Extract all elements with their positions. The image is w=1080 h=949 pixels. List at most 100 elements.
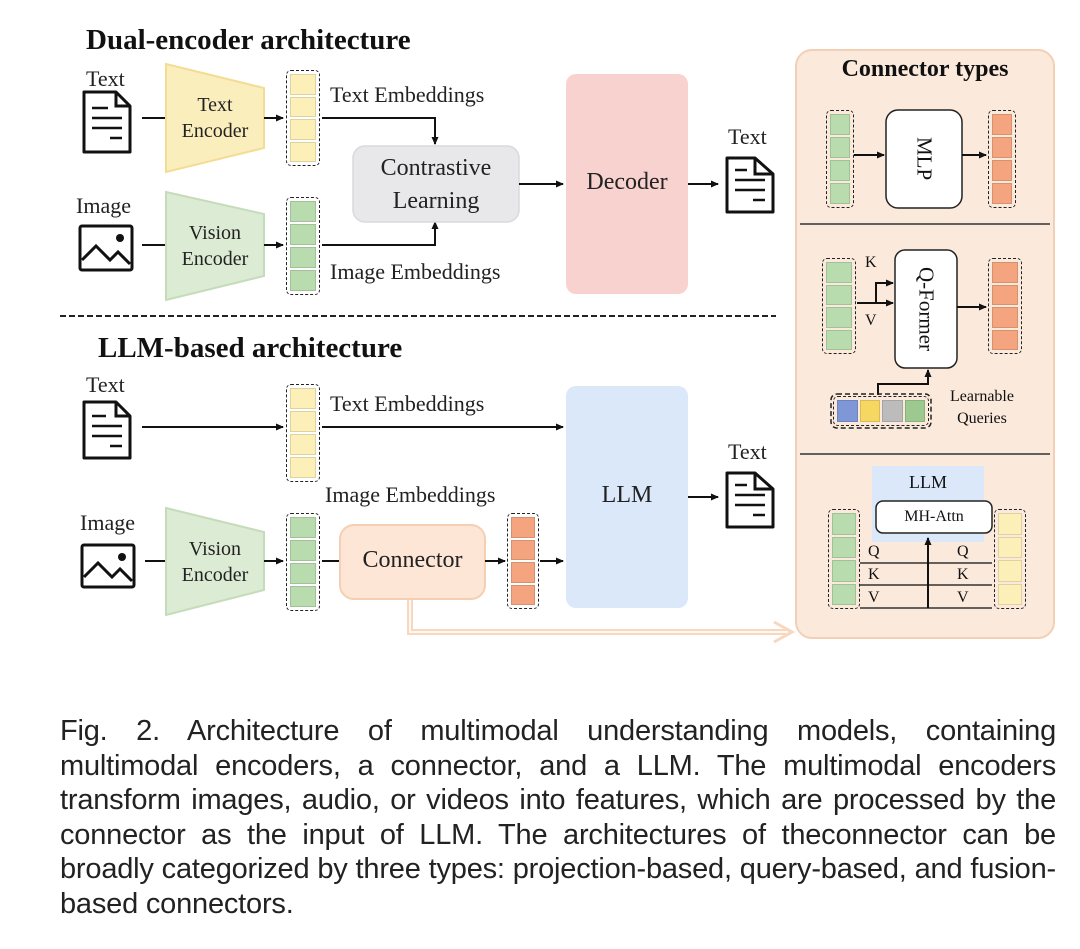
- q-former-label: Q-Former: [914, 267, 939, 351]
- llm-box: [566, 386, 688, 608]
- token-cell: [832, 583, 856, 605]
- image-embeddings-label: Image Embeddings: [330, 259, 501, 284]
- fusion-text-tokens: [994, 509, 1026, 609]
- figure-caption: Fig. 2. Architecture of multimodal under…: [60, 715, 1056, 920]
- token-cell: [290, 540, 316, 561]
- q-former-v-label: V: [865, 312, 877, 329]
- llm-label: LLM: [601, 482, 653, 508]
- decoder-label: Decoder: [586, 169, 668, 195]
- token-cell: [290, 270, 316, 291]
- text-encoder-shape: [165, 62, 265, 174]
- fusion-v-left: V: [868, 589, 880, 606]
- dual-image-embedding-tokens: [286, 197, 320, 295]
- text-encoder-label: Text Encoder: [181, 94, 249, 142]
- learnable-queries-label: Learnable Queries: [950, 388, 1014, 427]
- token-cell: [511, 517, 535, 538]
- token-cell: [882, 400, 903, 422]
- token-cell: [826, 284, 852, 305]
- token-cell: [830, 183, 850, 204]
- vision-encoder-shape: [165, 190, 265, 302]
- token-cell: [992, 262, 1018, 283]
- token-cell: [998, 513, 1022, 535]
- fusion-v-right: V: [957, 589, 969, 606]
- token-cell: [290, 224, 316, 245]
- text-document-icon: [82, 90, 132, 154]
- decoder-box: [566, 74, 688, 294]
- fusion-q-left: Q: [868, 543, 880, 560]
- llm-image-icon: [80, 543, 136, 589]
- dual-image-input-label: Image: [76, 193, 131, 218]
- connector-types-title: Connector types: [841, 56, 1009, 82]
- token-cell: [992, 284, 1018, 305]
- llm-vision-encoder-label: Vision Encoder: [181, 538, 249, 586]
- token-cell: [290, 434, 316, 455]
- token-cell: [290, 119, 316, 140]
- token-cell: [859, 400, 880, 422]
- llm-based-title: LLM-based architecture: [98, 332, 403, 364]
- contrastive-learning-label: Contrastive Learning: [380, 155, 492, 214]
- token-cell: [830, 137, 850, 158]
- mlp-label: MLP: [912, 137, 937, 181]
- mlp-output-tokens: [988, 110, 1016, 208]
- token-cell: [992, 183, 1012, 204]
- token-cell: [832, 536, 856, 558]
- vision-encoder-label: Vision Encoder: [181, 222, 249, 270]
- q-former-k-label: K: [865, 254, 877, 271]
- mh-attn-label: MH-Attn: [904, 508, 964, 525]
- llm-text-embedding-tokens: [286, 384, 320, 482]
- token-cell: [826, 262, 852, 283]
- token-cell: [290, 517, 316, 538]
- text-embeddings-label: Text Embeddings: [330, 82, 485, 107]
- token-cell: [511, 539, 535, 560]
- token-cell: [826, 329, 852, 350]
- token-cell: [998, 583, 1022, 605]
- token-cell: [992, 137, 1012, 158]
- token-cell: [290, 74, 316, 95]
- token-cell: [511, 584, 535, 605]
- connector-output-tokens: [507, 513, 539, 609]
- dual-text-embedding-tokens: [286, 70, 320, 166]
- qformer-input-tokens: [822, 258, 856, 354]
- llm-image-embeddings-label: Image Embeddings: [325, 482, 496, 507]
- token-cell: [998, 560, 1022, 582]
- learnable-queries-group: [830, 393, 932, 429]
- image-icon: [78, 224, 134, 272]
- connector-label: Connector: [362, 547, 463, 573]
- token-cell: [826, 307, 852, 328]
- qformer-output-tokens: [988, 258, 1022, 354]
- token-cell: [992, 160, 1012, 181]
- token-cell: [290, 457, 316, 478]
- token-cell: [290, 586, 316, 607]
- llm-text-document-icon: [82, 400, 132, 460]
- token-cell: [992, 329, 1018, 350]
- token-cell: [992, 114, 1012, 135]
- llm-vision-encoder-shape: [165, 506, 265, 617]
- token-cell: [832, 513, 856, 535]
- q-former-box: [894, 249, 958, 369]
- dual-output-label: Text: [728, 124, 767, 149]
- llm-output-text-document-icon: [725, 471, 775, 529]
- learnable-query-tokens: [833, 396, 929, 426]
- llm-image-embedding-tokens: [286, 513, 320, 611]
- token-cell: [290, 201, 316, 222]
- token-cell: [290, 96, 316, 117]
- token-cell: [830, 160, 850, 181]
- dual-text-input-label: Text: [86, 66, 125, 91]
- token-cell: [992, 307, 1018, 328]
- llm-image-input-label: Image: [80, 510, 135, 535]
- fusion-llm-label: LLM: [909, 472, 947, 492]
- llm-text-embeddings-label: Text Embeddings: [330, 391, 485, 416]
- fusion-q-right: Q: [957, 543, 969, 560]
- token-cell: [511, 562, 535, 583]
- mlp-input-tokens: [826, 110, 854, 208]
- output-text-document-icon: [725, 156, 775, 214]
- token-cell: [837, 400, 858, 422]
- token-cell: [290, 247, 316, 268]
- token-cell: [290, 388, 316, 409]
- token-cell: [830, 114, 850, 135]
- fusion-image-tokens: [828, 509, 860, 609]
- token-cell: [904, 400, 925, 422]
- fusion-k-left: K: [868, 566, 880, 583]
- token-cell: [998, 536, 1022, 558]
- fusion-k-right: K: [957, 566, 969, 583]
